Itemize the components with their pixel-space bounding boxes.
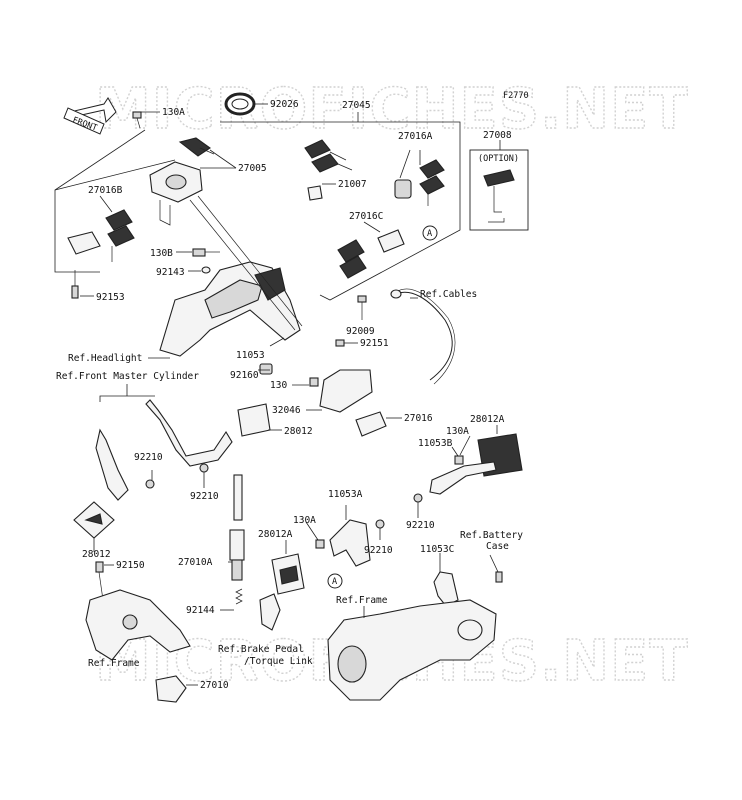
label-92143: 92143 [156,267,185,278]
label-27008: 27008 [483,130,512,141]
label-92151: 92151 [360,338,389,349]
label-92210-c: 92210 [406,520,435,531]
frame-right-icon [327,599,497,701]
ring-92026-icon [224,92,256,116]
headlight-bracket-icon [159,195,303,357]
label-92210-b: 92210 [190,491,219,502]
label-ref-front-master: Ref.Front Master Cylinder [56,371,199,382]
label-130A-right: 130A [446,426,469,437]
label-92210-d: 92210 [364,545,393,556]
ignition-switch-icon [149,137,215,226]
cable-icon [390,288,456,385]
cap-92160-icon [259,363,273,375]
plate-28012A-mid-icon [271,553,305,595]
label-130A-top: 130A [162,107,185,118]
label-ref-frame-left: Ref.Frame [88,658,140,669]
label-92026: 92026 [270,99,299,110]
washer-92143-icon [201,266,211,274]
label-28012-left: 28012 [82,549,111,560]
label-28012A-right: 28012A [470,414,505,425]
plate-28012-left-icon [73,501,115,539]
bolt-92153-icon [71,270,79,299]
label-ref-brake-pedal: Ref.Brake Pedal [218,644,304,655]
ref-circle-a-top: A [422,225,438,241]
bolt-92009-icon [357,295,367,320]
nut-92210-left-icon [145,479,155,489]
watermark-top: MICROFICHES.NET [95,77,689,142]
nut-92210-mid-icon [199,463,209,473]
label-ref-torque-link: /Torque Link [244,656,313,667]
label-92150: 92150 [116,560,145,571]
bolt-92151-icon [335,339,345,347]
lock-27016C-icon [337,229,405,279]
label-11053C: 11053C [420,544,454,555]
label-130-mid: 130 [270,380,287,391]
frame-left-icon [85,589,191,661]
label-27016C: 27016C [349,211,383,222]
plate-28012-mid-icon [237,403,271,437]
ref-circle-a-bottom: A [327,573,343,589]
label-28012-mid: 28012 [284,426,313,437]
switch-27010-icon [155,675,187,703]
label-11053B: 11053B [418,438,453,449]
bracket-11053A-icon [315,519,385,567]
key-set-icon [304,139,353,173]
front-arrow-icon: FRONT [63,97,117,135]
label-130B: 130B [150,248,173,259]
label-27010A: 27010A [178,557,213,568]
label-27016: 27016 [404,413,433,424]
label-27016A: 27016A [398,131,433,142]
label-92153: 92153 [96,292,125,303]
bolt-130A-icon [132,111,142,129]
option-box: (OPTION) [469,149,529,231]
label-27016B: 27016B [88,185,123,196]
seat-lock-bracket-icon [309,369,387,437]
label-92160: 92160 [230,370,259,381]
bolt-92150-icon [95,561,104,601]
label-28012A-mid: 28012A [258,529,293,540]
lock-27016A-icon [394,159,445,206]
label-27045: 27045 [342,100,371,111]
cap-21007-icon [307,185,323,201]
switch-27010A-icon [229,474,245,581]
bolt-130B-icon [192,248,220,257]
circle-a-text-2: A [332,577,337,587]
circle-a-text: A [427,229,432,239]
label-ref-battery-case: Case [486,541,509,552]
label-ref-battery: Ref.Battery [460,530,523,541]
label-21007: 21007 [338,179,367,190]
label-27005: 27005 [238,163,267,174]
label-ref-frame-right: Ref.Frame [336,595,388,606]
label-92009: 92009 [346,326,375,337]
diagram-code: F2770 [503,91,529,101]
label-27010: 27010 [200,680,229,691]
label-92210-a: 92210 [134,452,163,463]
label-ref-cables: Ref.Cables [420,289,477,300]
assembly-bracket-27045 [220,112,461,301]
label-11053: 11053 [236,350,265,361]
label-32046: 32046 [272,405,301,416]
spring-92144-icon [235,588,243,605]
label-130A-mid: 130A [293,515,316,526]
assembly-bracket-left [54,129,176,273]
lever-icon [259,593,281,631]
bracket-11053B-icon [429,455,497,495]
label-11053A: 11053A [328,489,363,500]
option-label: (OPTION) [478,154,519,164]
label-ref-headlight: Ref.Headlight [68,353,142,364]
front-master-bracket-icon [95,399,233,501]
nut-92210-right-icon [413,493,423,503]
key-head-icon [483,169,515,187]
lock-27016B-icon [67,209,135,262]
label-92144: 92144 [186,605,215,616]
